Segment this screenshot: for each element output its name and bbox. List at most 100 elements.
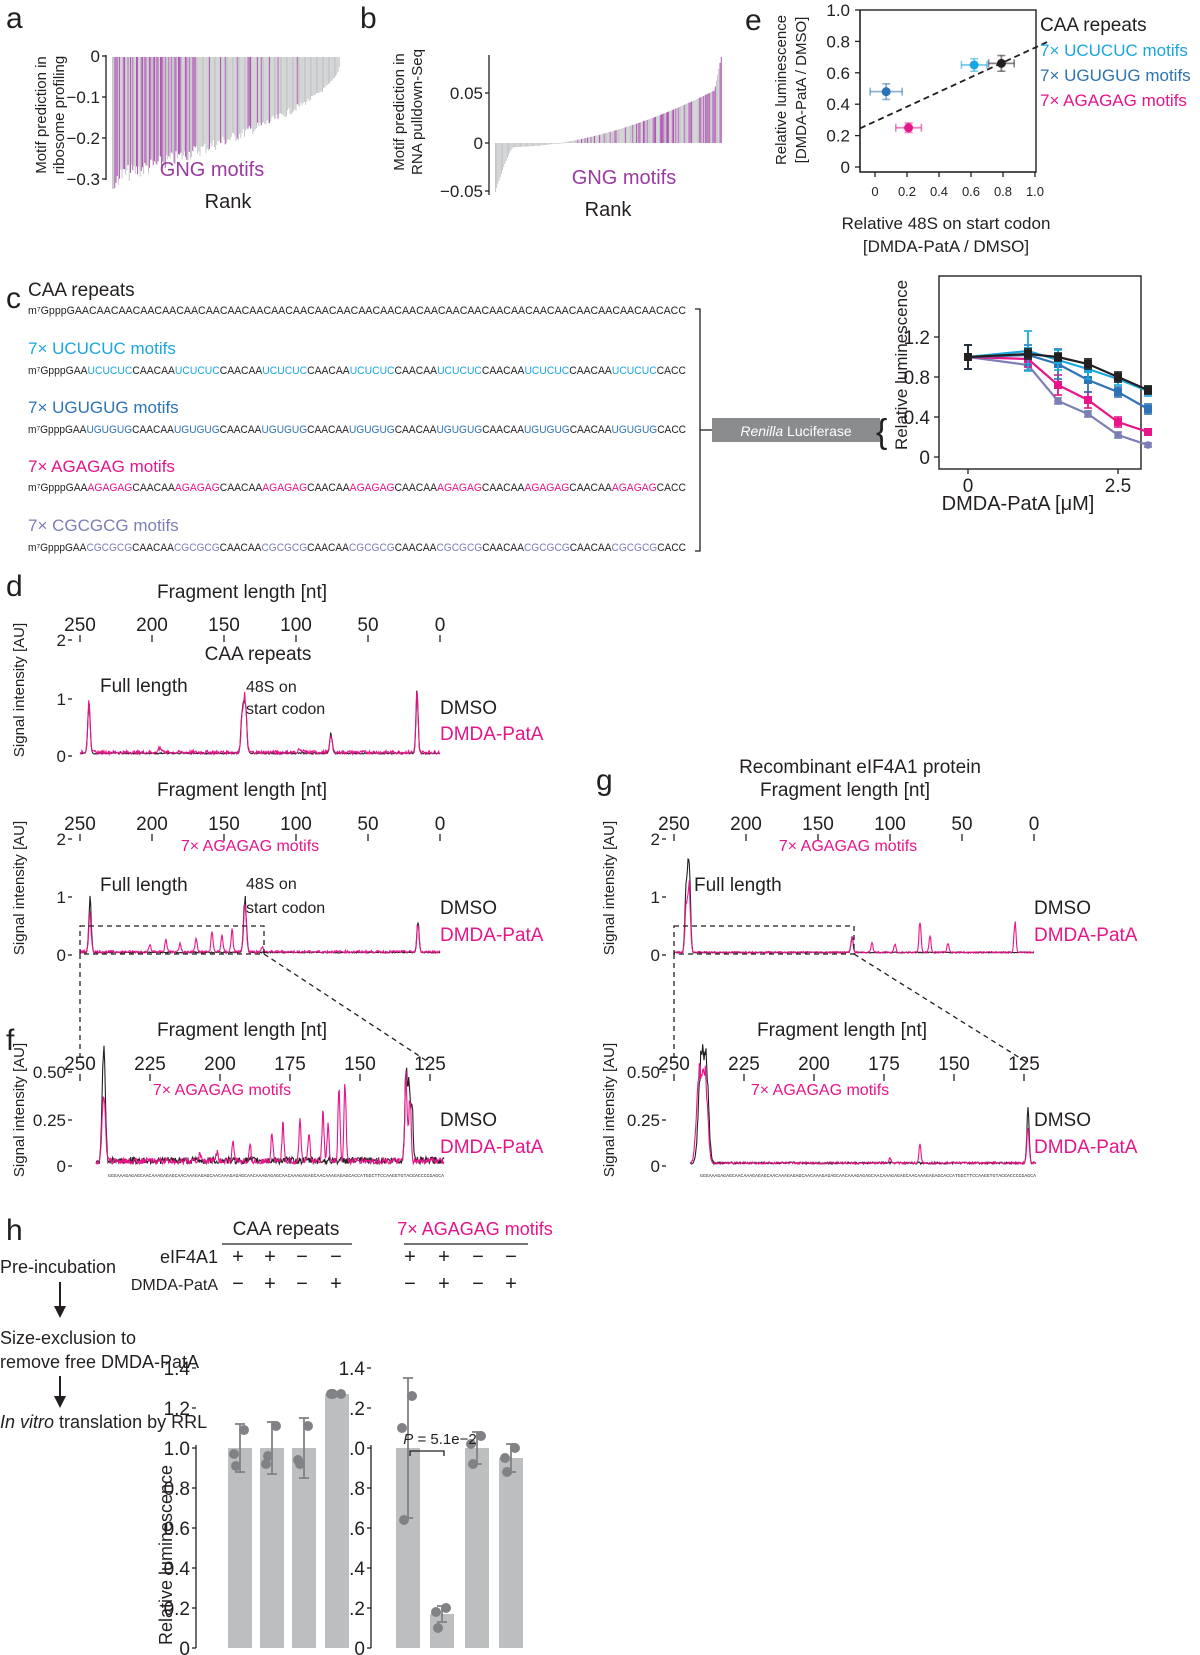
- bar: [515, 143, 517, 147]
- bar: [218, 57, 220, 141]
- bar: [228, 57, 230, 140]
- xtick-label: 150: [344, 1054, 376, 1075]
- bar: [323, 57, 325, 88]
- bar: [539, 143, 541, 146]
- bar: [678, 106, 680, 143]
- bar: [172, 57, 173, 154]
- bar: [192, 57, 194, 152]
- bar: [188, 57, 190, 152]
- xtick-label: 175: [274, 1054, 306, 1075]
- panel-d-top-xlabel: Fragment length [nt]: [157, 582, 327, 603]
- xtick-label: 125: [1008, 1054, 1040, 1075]
- bar: [603, 133, 605, 143]
- panel-a-ylabel-2: ribosome profiling: [51, 56, 68, 174]
- bar: [571, 140, 573, 143]
- bar: [224, 57, 226, 145]
- bar: [609, 131, 611, 143]
- panel-letter-a: a: [6, 2, 23, 35]
- xtick-label: 150: [938, 1054, 970, 1075]
- bar: [240, 57, 242, 139]
- bar: [253, 57, 255, 132]
- panel-b-ytick-2: −0.05: [440, 182, 483, 201]
- bar: [254, 57, 256, 130]
- panel-e-legend-0: CAA repeats: [1040, 15, 1147, 36]
- bar: [282, 57, 284, 115]
- bar: [655, 116, 656, 143]
- bar: [263, 57, 265, 123]
- replicate-point: [510, 1443, 520, 1453]
- bar: [671, 110, 673, 143]
- bar: [216, 57, 218, 146]
- bar: [681, 105, 683, 143]
- bar: [302, 57, 304, 104]
- bar: [693, 100, 695, 143]
- bar: [152, 57, 154, 166]
- bar: [305, 57, 307, 105]
- xtick-label: 50: [357, 814, 378, 835]
- panel-b-ylabel-2: RNA pulldown-Seq: [409, 49, 426, 175]
- bar: [226, 57, 227, 143]
- bar: [217, 57, 219, 142]
- panel-g-top: Recombinant eIF4A1 protein Fragment leng…: [601, 757, 1138, 965]
- bar: [505, 143, 507, 161]
- bar: [228, 1448, 252, 1648]
- panel-letter-g: g: [596, 764, 613, 797]
- bar: [162, 57, 164, 162]
- bar: [690, 101, 692, 143]
- bar: [497, 143, 499, 185]
- xtick-label: 200: [204, 1054, 236, 1075]
- bar: [336, 57, 338, 75]
- bar: [608, 132, 610, 143]
- replicate-point: [431, 1607, 441, 1617]
- bar: [576, 139, 578, 143]
- bar: [229, 57, 231, 140]
- panel-e-ytick: 0.4: [826, 95, 850, 114]
- bar: [615, 130, 617, 143]
- bar: [535, 143, 537, 146]
- xtick-label: 200: [136, 814, 168, 835]
- replicate-point: [271, 1421, 281, 1431]
- bar: [161, 57, 163, 167]
- replicate-point: [476, 1431, 486, 1441]
- bar: [121, 57, 123, 179]
- bar: [616, 129, 618, 143]
- bar: [194, 57, 196, 148]
- panel-f-sequence: GGGAAAGAGAGCAACAAAGAGAGCAACAAAGAGAGCAACA…: [108, 1173, 444, 1179]
- bar: [170, 57, 172, 153]
- bar: [584, 138, 586, 143]
- data-point: [1114, 388, 1122, 396]
- panel-c-construct-title-2: 7× UGUGUG motifs: [28, 398, 179, 417]
- bar: [465, 1448, 489, 1648]
- bar: [292, 1448, 316, 1648]
- scatter-point: [904, 123, 914, 133]
- bar: [588, 137, 590, 143]
- bar: [122, 57, 124, 170]
- bar: [205, 57, 207, 154]
- ytick-label: 0.6: [164, 1519, 190, 1540]
- bar: [618, 129, 619, 143]
- trace-drug: [79, 904, 441, 955]
- bar: [591, 136, 593, 143]
- bar: [602, 133, 604, 143]
- bar: [528, 143, 530, 147]
- scatter-point: [969, 60, 979, 70]
- bar: [251, 57, 253, 129]
- construct-sequence: m⁷GpppGAAAGAGAGCAACAAAGAGAGCAACAAAGAGAGC…: [28, 482, 686, 494]
- replicate-point: [433, 1623, 443, 1633]
- panel-f-title: 7× AGAGAG motifs: [153, 1082, 291, 1099]
- bar: [653, 117, 655, 143]
- panel-f-ylabel: Signal intensity [AU]: [11, 1043, 28, 1177]
- bar: [707, 93, 709, 143]
- panel-d-top-title: CAA repeats: [205, 644, 312, 665]
- bar: [585, 137, 587, 143]
- bar: [650, 118, 652, 143]
- bar: [520, 143, 521, 147]
- replicate-point: [231, 1461, 241, 1471]
- bar: [566, 141, 568, 143]
- panel-b: Motif prediction in RNA pulldown-Seq 0.0…: [391, 49, 722, 221]
- bar: [247, 57, 249, 129]
- panel-g-bottom-xlabel: Fragment length [nt]: [757, 1020, 927, 1041]
- panel-a-ytick-3: −0.3: [66, 170, 100, 189]
- bar: [338, 57, 340, 67]
- xtick-label: 250: [64, 615, 96, 636]
